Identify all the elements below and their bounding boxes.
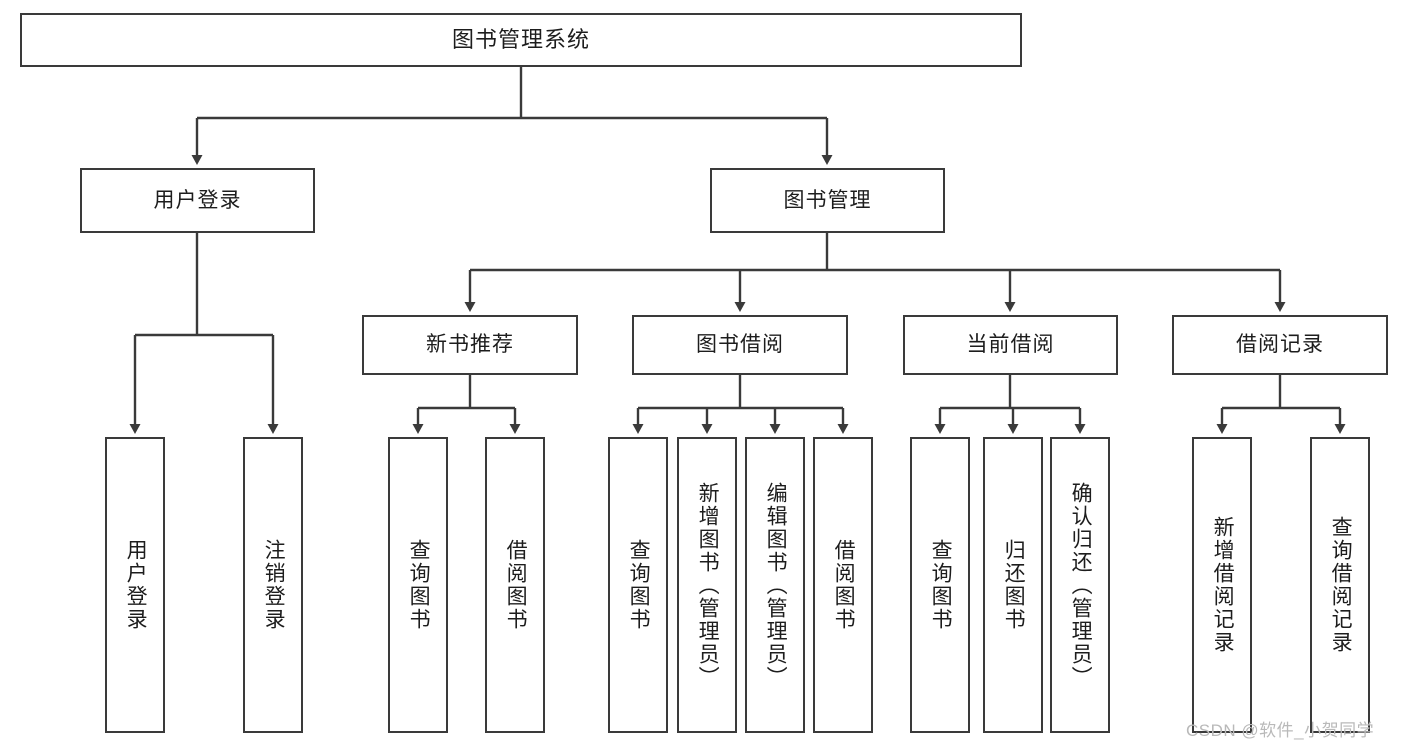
node-root[interactable]: 图书管理系统: [20, 13, 1022, 67]
leaf-add-book-admin[interactable]: 新增图书（管理员）: [677, 437, 737, 733]
edges-newbook-to-leaves: [412, 375, 521, 434]
node-current-borrow[interactable]: 当前借阅: [903, 315, 1118, 375]
leaf-query-book-recommend[interactable]: 查询图书: [388, 437, 448, 733]
edges-current-to-leaves: [934, 375, 1086, 434]
edges-bookmgmt-to-level3: [464, 233, 1286, 312]
leaf-edit-book-admin[interactable]: 编辑图书（管理员）: [745, 437, 805, 733]
node-book-management[interactable]: 图书管理: [710, 168, 945, 233]
leaf-query-book-borrow[interactable]: 查询图书: [608, 437, 668, 733]
leaf-borrow-book[interactable]: 借阅图书: [813, 437, 873, 733]
leaf-user-login[interactable]: 用户登录: [105, 437, 165, 733]
node-book-borrow[interactable]: 图书借阅: [632, 315, 848, 375]
leaf-return-book[interactable]: 归还图书: [983, 437, 1043, 733]
edges-borrow-to-leaves: [632, 375, 849, 434]
node-borrow-records[interactable]: 借阅记录: [1172, 315, 1388, 375]
node-user-login[interactable]: 用户登录: [80, 168, 315, 233]
node-new-book-recommend[interactable]: 新书推荐: [362, 315, 578, 375]
watermark: CSDN @软件_小贺同学: [1186, 721, 1375, 740]
leaf-query-book-current[interactable]: 查询图书: [910, 437, 970, 733]
leaf-query-borrow-record[interactable]: 查询借阅记录: [1310, 437, 1370, 733]
leaf-add-borrow-record[interactable]: 新增借阅记录: [1192, 437, 1252, 733]
edges-records-to-leaves: [1216, 375, 1346, 434]
edges-userlogin-to-leaves: [129, 233, 279, 434]
leaf-logout[interactable]: 注销登录: [243, 437, 303, 733]
edges-root-to-level2: [191, 67, 833, 165]
leaf-confirm-return-admin[interactable]: 确认归还（管理员）: [1050, 437, 1110, 733]
leaf-borrow-book-recommend[interactable]: 借阅图书: [485, 437, 545, 733]
